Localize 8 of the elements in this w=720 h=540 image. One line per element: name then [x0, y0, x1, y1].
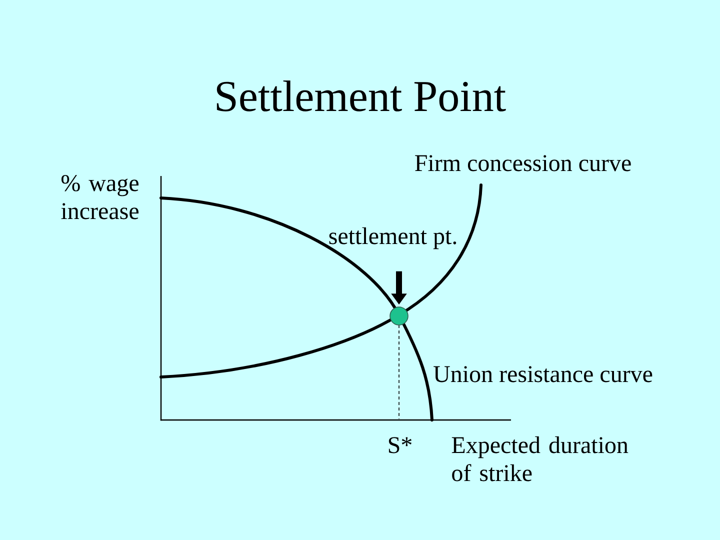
- title: Settlement Point: [216, 80, 506, 112]
- curve-label: Union resistance curve: [434, 366, 652, 382]
- axis-label: % wage increase: [61, 175, 138, 220]
- axis-label: Expected duration of strike: [452, 436, 628, 482]
- curve-label: Firm concession curve: [415, 155, 631, 172]
- point-label: settlement pt.: [329, 227, 456, 250]
- tick-label: S*: [388, 437, 412, 454]
- point-dot: [390, 306, 408, 326]
